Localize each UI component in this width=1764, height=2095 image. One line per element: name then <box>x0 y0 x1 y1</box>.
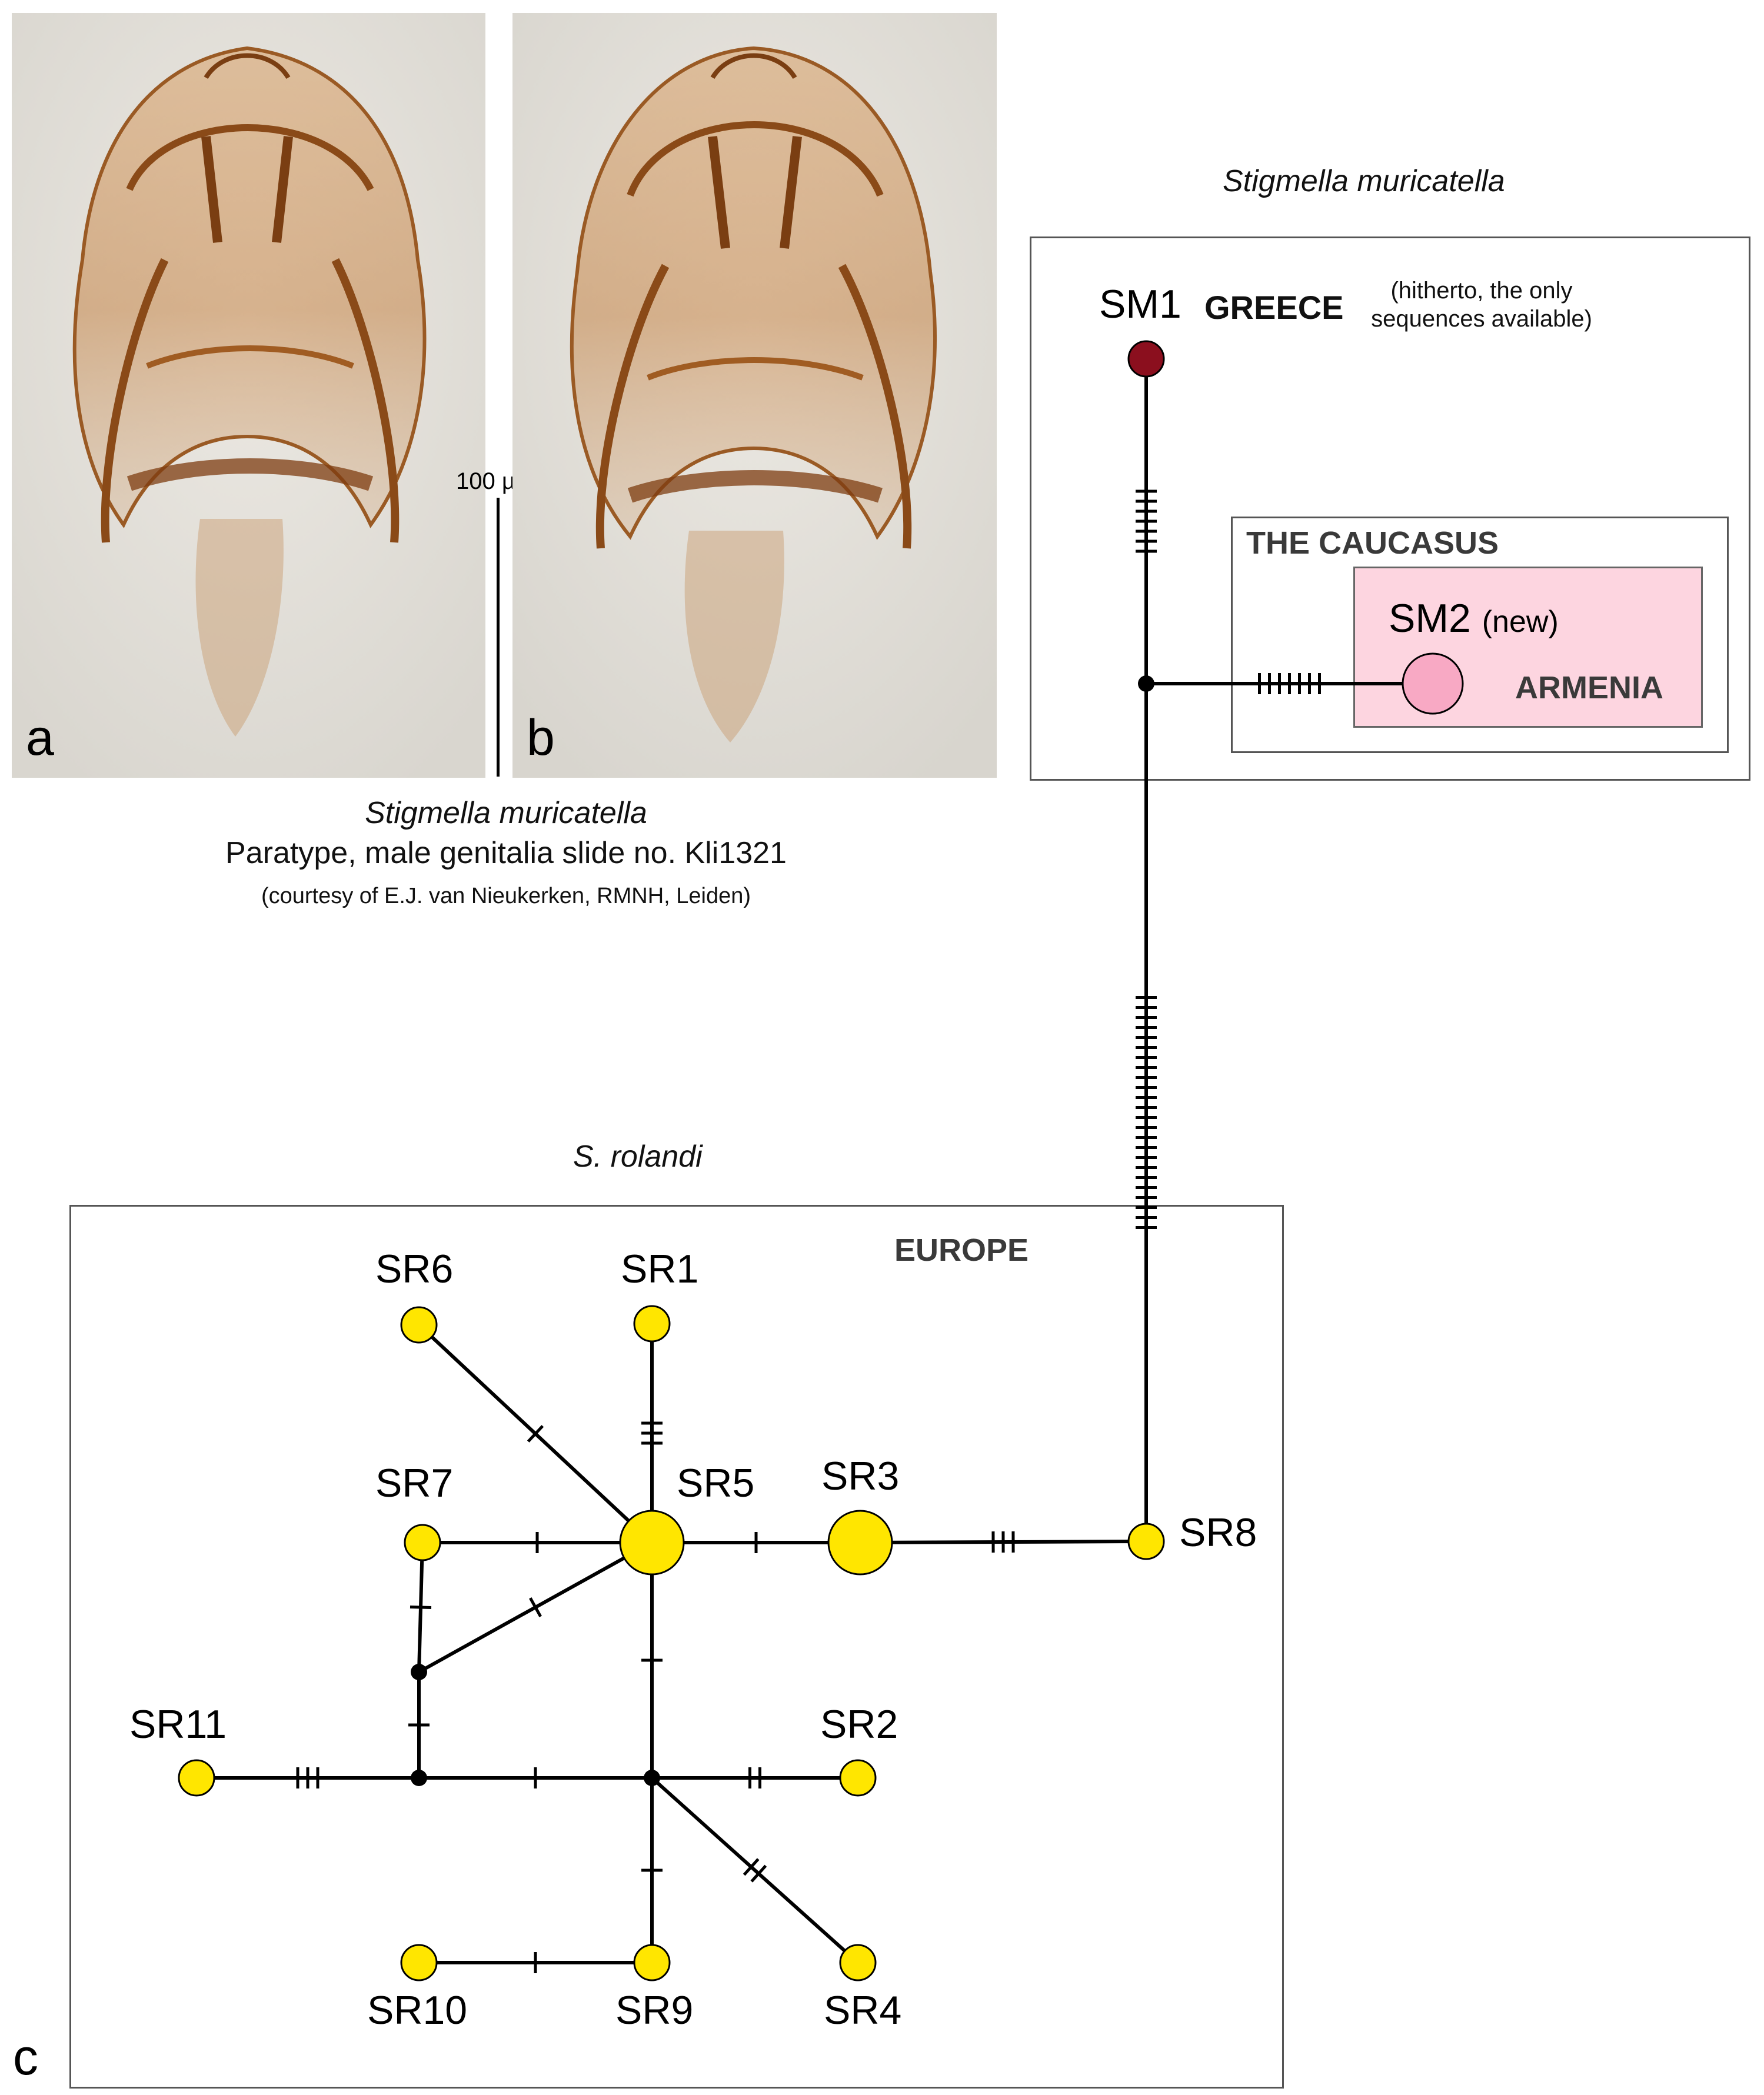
hap-label-SR7: SR7 <box>375 1461 454 1506</box>
hap-label-SR6: SR6 <box>375 1247 454 1291</box>
network-edges <box>197 359 1433 1973</box>
photo-panel-b: b <box>512 13 997 778</box>
median-vector-node <box>644 1770 660 1786</box>
hap-label-SR10: SR10 <box>367 1988 468 2033</box>
photo-panel-a: a <box>12 13 485 778</box>
genitalia-image-b <box>512 13 997 778</box>
mutation-tick <box>527 1425 544 1443</box>
haplotype-node-SR8 <box>1127 1523 1165 1560</box>
hap-label-SR5: SR5 <box>677 1461 755 1506</box>
hap-label-SR11: SR11 <box>129 1702 227 1747</box>
region-label-caucasus: THE CAUCASUS <box>1246 525 1499 561</box>
region-label-greece: GREECE <box>1204 289 1344 326</box>
panel-label-c: c <box>13 2029 38 2086</box>
hap-label-SR9: SR9 <box>615 1988 694 2033</box>
greece-note: (hitherto, the only sequences available) <box>1358 277 1605 333</box>
photo-caption-line: Paratype, male genitalia slide no. Kli13… <box>225 836 787 870</box>
scale-bar <box>497 498 500 777</box>
greece-note-line-1: (hitherto, the only <box>1390 278 1573 304</box>
hap-label-SR8: SR8 <box>1179 1510 1257 1555</box>
hap-label-SM2-name: SM2 <box>1389 596 1471 641</box>
edge-J3-SR4 <box>650 1776 860 1964</box>
mutation-tick <box>750 1864 767 1883</box>
haplotype-node-SR1 <box>633 1305 671 1343</box>
haplotype-node-SR2 <box>839 1759 877 1797</box>
haplotype-node-SR9 <box>633 1944 671 1981</box>
region-label-armenia: ARMENIA <box>1515 670 1663 705</box>
muricatella-region-box <box>1030 237 1750 781</box>
hap-label-SR3: SR3 <box>821 1454 900 1498</box>
hap-label-SR2: SR2 <box>820 1702 898 1747</box>
haplotype-node-SR7 <box>404 1524 441 1561</box>
panel-label-a: a <box>26 710 54 766</box>
photo-caption-credit: (courtesy of E.J. van Nieukerken, RMNH, … <box>261 884 751 908</box>
median-vector-node <box>1138 675 1154 692</box>
hap-label-SM2: SM2 (new) <box>1389 595 1559 641</box>
mutation-tick <box>529 1597 542 1617</box>
median-vector-node <box>411 1664 427 1680</box>
mutation-tick <box>743 1858 760 1876</box>
hap-label-SR1: SR1 <box>621 1247 699 1291</box>
greece-note-line-2: sequences available) <box>1371 306 1592 332</box>
median-vector-node <box>411 1770 427 1786</box>
species-title-muricatella: Stigmella muricatella <box>1223 164 1505 198</box>
haplotype-node-SR3 <box>827 1510 893 1576</box>
caucasus-region-box <box>1231 517 1729 753</box>
haplotype-node-SR6 <box>400 1306 438 1344</box>
hap-label-SR4: SR4 <box>824 1988 902 2033</box>
genitalia-image-a <box>12 13 485 778</box>
haplotype-node-SR11 <box>178 1759 215 1797</box>
photo-caption-title: Stigmella muricatella <box>365 796 647 830</box>
mutation-tick <box>410 1606 432 1609</box>
species-title-rolandi: S. rolandi <box>573 1140 703 1174</box>
hap-label-SM2-note: (new) <box>1482 605 1559 639</box>
haplotype-node-SM2 <box>1402 652 1464 715</box>
hap-label-SM1: SM1 <box>1099 282 1181 327</box>
haplotype-node-SR5 <box>619 1510 685 1576</box>
haplotype-node-SM1 <box>1127 340 1165 378</box>
haplotype-node-SR10 <box>400 1944 438 1981</box>
network-nodes <box>178 340 1464 1981</box>
europe-region-box <box>69 1205 1284 2089</box>
region-label-europe: EUROPE <box>894 1233 1029 1268</box>
haplotype-node-SR4 <box>839 1944 877 1981</box>
panel-label-b: b <box>527 710 555 766</box>
